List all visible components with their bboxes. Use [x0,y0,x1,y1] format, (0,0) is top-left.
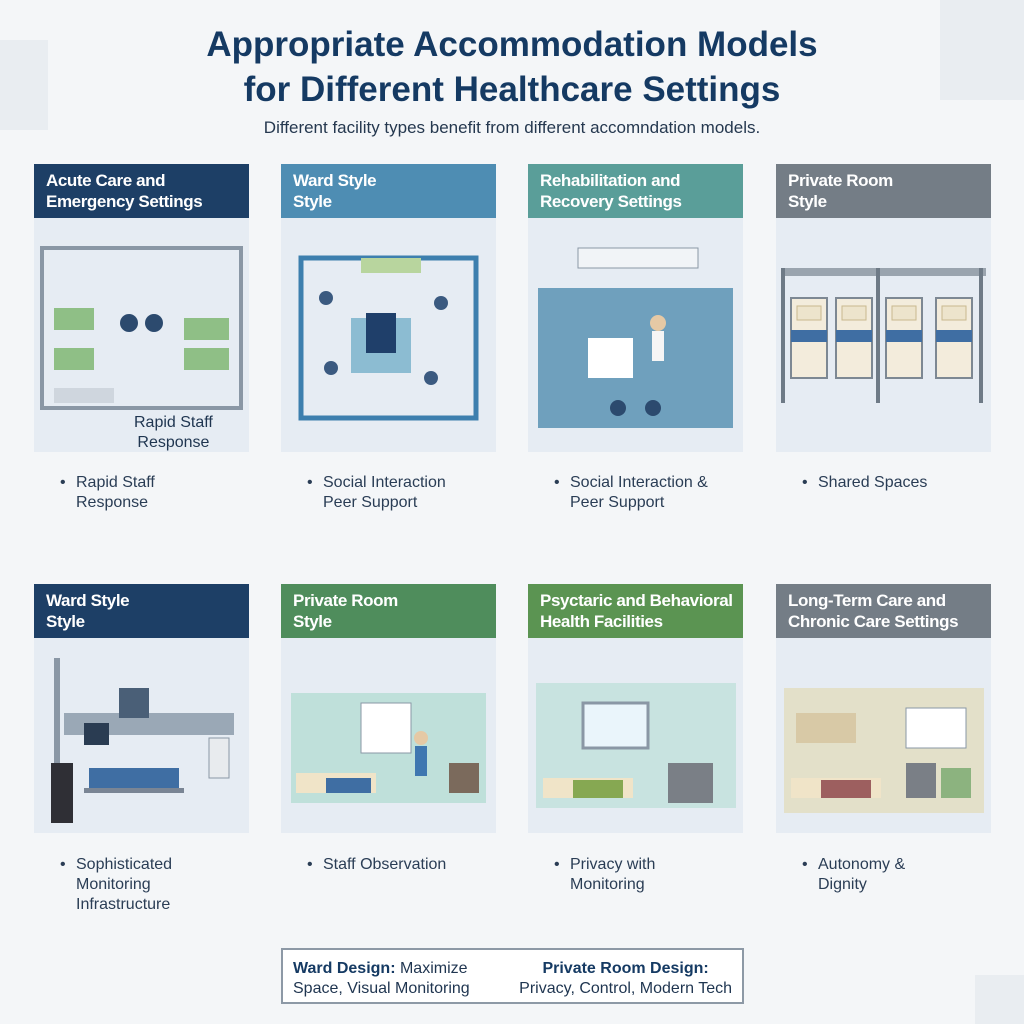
card-bullet: Staff Observation [281,855,496,875]
bullet-line: Social Interaction & [570,474,708,491]
subtitle: Different facility types benefit from di… [263,118,761,137]
page-title: Appropriate Accommodation Models for Diff… [0,22,1024,112]
ward-design-text-1: Maximize [395,960,468,977]
decorative-shape [940,0,1024,100]
card-title-line-1: Ward Style [293,171,377,190]
room-illustration [51,658,234,823]
decorative-shape [0,40,48,130]
setting-illustration [281,638,496,833]
card-bullet: Shared Spaces [776,473,991,493]
bullet-line: Social Interaction [323,474,446,491]
setting-illustration [34,638,249,833]
card-title-line-1: Private Room [788,171,893,190]
bullet-line: Staff Observation [323,856,447,873]
card-title-line-2: Recovery Settings [540,192,682,211]
decorative-shape [975,975,1024,1024]
private-room-text: Privacy, Control, Modern Tech [519,980,732,997]
bullet-line: Peer Support [570,494,665,511]
card-title-line-1: Psyctaric and Behavioral [540,591,733,610]
setting-illustration [528,218,743,452]
card-title-line-1: Ward Style [46,591,130,610]
card-title-line-2: Style [46,612,85,631]
room-illustration [538,247,733,428]
private-room-label: Private Room Design: [542,960,709,977]
bullet-line: Response [76,494,149,511]
title-line-1: Appropriate Accommodation Models [206,25,818,64]
room-illustration [536,683,736,808]
bullet-line: Dignity [818,876,867,893]
card-title-line-1: Acute Care and [46,171,166,190]
image-label-line-1: Rapid Staff [134,414,213,431]
ward-design-label: Ward Design: [293,960,396,977]
room-illustration [40,246,243,410]
card-bullet: Social Interaction & Peer Support [528,473,743,513]
bullet-line: Monitoring [76,876,151,893]
card-title-line-2: Health Facilities [540,612,663,631]
bullet-line: Rapid Staff [76,474,155,491]
ward-design-text-2: Space, Visual Monitoring [293,980,470,997]
card-title-line-2: Style [293,612,332,631]
private-room-summary: Private Room Design: Privacy, Control, Mo… [519,959,732,997]
room-illustration [781,268,986,403]
bullet-line: Autonomy & [818,856,906,873]
setting-illustration [776,638,991,833]
image-label-line-2: Response [137,434,210,451]
card-title-line-2: Chronic Care Settings [788,612,959,631]
bullet-line: Peer Support [323,494,418,511]
setting-illustration [281,218,496,452]
setting-illustration [776,218,991,452]
bullet-line: Privacy with [570,856,656,873]
card-title-line-1: Long-Term Care and [788,591,946,610]
card-title-line-1: Rehabilitation and [540,171,681,190]
setting-illustration [528,638,743,833]
bullet-line: Infrastructure [76,896,171,913]
title-line-2: for Different Healthcare Settings [243,70,781,109]
room-illustration [784,688,984,813]
bullet-line: Shared Spaces [818,474,928,491]
room-illustration [291,693,486,803]
card-bullet: Autonomy & Dignity [776,855,991,895]
card-title-line-2: Style [293,192,332,211]
room-illustration [298,255,479,421]
card-title-line-2: Style [788,192,827,211]
card-title-line-1: Private Room [293,591,398,610]
bullet-line: Sophisticated [76,856,173,873]
bullet-line: Monitoring [570,876,645,893]
card-title-line-2: Emergency Settings [46,192,203,211]
